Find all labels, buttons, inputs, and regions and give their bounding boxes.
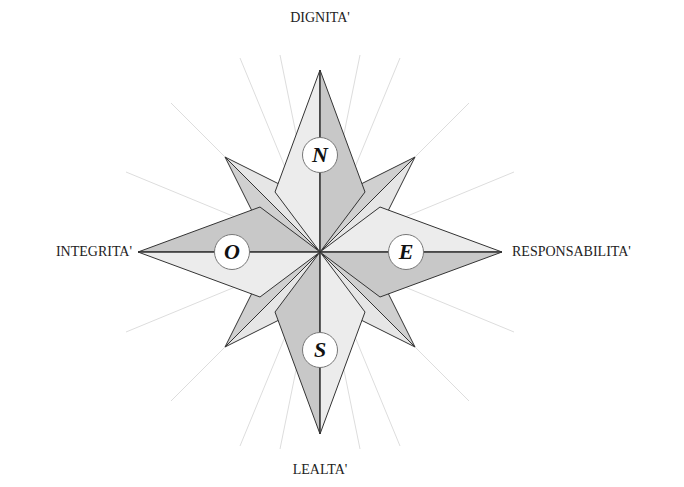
value-label: RESPONSABILITA': [512, 244, 631, 261]
main-points: [138, 70, 502, 434]
compass-letter-circle: N: [302, 137, 338, 173]
compass-letter-circle: S: [302, 332, 338, 368]
compass-letter: N: [312, 144, 328, 166]
compass-rays: [126, 55, 514, 449]
value-label: INTEGRITA': [56, 244, 132, 261]
axis-lines: [138, 70, 502, 434]
compass-letter: E: [399, 241, 414, 263]
compass-letter-circle: O: [214, 234, 250, 270]
compass-letter: S: [314, 339, 326, 361]
compass-letter: O: [224, 241, 240, 263]
value-label: DIGNITA': [290, 10, 350, 27]
value-label: LEALTA': [293, 462, 348, 479]
compass-letter-circle: E: [388, 234, 424, 270]
